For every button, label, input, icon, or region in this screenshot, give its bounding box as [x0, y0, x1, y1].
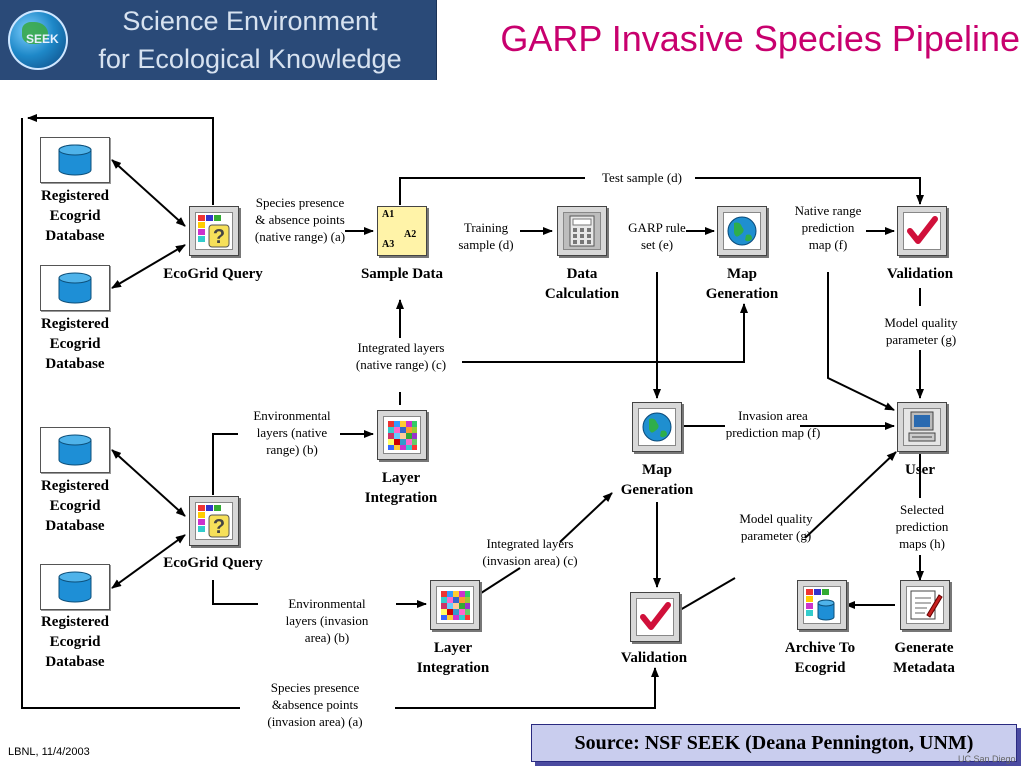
validation2-to-user-line [679, 577, 736, 611]
db4-query2-arrow [111, 534, 186, 589]
sample-point-a2: A2 [404, 229, 417, 240]
database-icon-1 [40, 137, 110, 183]
footer-date: LBNL, 11/4/2003 [8, 746, 90, 758]
source-citation: Source: NSF SEEK (Deana Pennington, UNM) [531, 724, 1017, 762]
globe-land-shape [22, 22, 48, 44]
edge-invasion-area-map: Invasion area prediction map (f) [725, 408, 821, 440]
validation-label-1: Validation [886, 266, 954, 282]
edge-selected-prediction-maps: Selected prediction maps (h) [895, 502, 949, 551]
registered-db-label-2: Registered Ecogrid Database [40, 316, 110, 372]
sample-data-label: Sample Data [360, 266, 444, 282]
registered-db-label-1: Registered Ecogrid Database [40, 188, 110, 244]
footer-ucsd: UC San Diego [958, 754, 1016, 764]
edge-integrated-layers-native: Integrated layers (native range) (c) [355, 340, 447, 372]
edge-env-layers-native: Environmental layers (native range) (b) [253, 408, 331, 457]
loop-left-line [21, 118, 240, 709]
validation-label-2: Validation [620, 650, 688, 666]
banner-line-2: for Ecological Knowledge [98, 44, 402, 74]
query2-to-env-invasion-line [212, 580, 258, 605]
loop-bottom-line [395, 667, 659, 709]
validation2-to-user-arrow [804, 451, 897, 539]
globe-map-icon-1 [717, 206, 767, 256]
layer-stack-icon-2 [430, 580, 480, 630]
ecogrid-query-icon-1: ? [189, 206, 239, 256]
test-sample-line-2 [695, 177, 924, 205]
ecogrid-query-label-1: EcoGrid Query [163, 266, 263, 282]
sample-data-icon: A1 A2 A3 [377, 206, 427, 256]
database-icon-2 [40, 265, 110, 311]
layer-stack-icon-1 [377, 410, 427, 460]
globe-map-icon-2 [632, 402, 682, 452]
query2-to-env-native-line [212, 433, 238, 495]
edge-env-layers-invasion: Environmental layers (invasion area) (b) [285, 596, 369, 645]
database-icon-4 [40, 564, 110, 610]
ecogrid-query-label-2: EcoGrid Query [163, 555, 263, 571]
archive-label: Archive To Ecogrid [784, 640, 856, 676]
sample-point-a3: A3 [382, 239, 395, 250]
sample-point-a1: A1 [382, 209, 395, 220]
globe-logo-icon: SEEK [8, 10, 68, 70]
layerint2-to-map2-line [477, 567, 521, 596]
checkmark-icon-2 [630, 592, 680, 642]
edge-native-range-map: Native range prediction map (f) [794, 203, 862, 252]
user-label: User [905, 462, 935, 478]
map-generation-label-2: Map Generation [620, 462, 694, 498]
edge-integrated-layers-invasion: Integrated layers (invasion area) (c) [482, 536, 578, 568]
edge-garp-rule-set: GARP rule set (e) [628, 220, 686, 252]
ecogrid-query-icon-2: ? [189, 496, 239, 546]
db2-query1-arrow [111, 244, 186, 289]
banner-line-1: Science Environment [122, 6, 378, 36]
edge-species-presence-native: Species presence & absence points (nativ… [254, 195, 346, 244]
loop-top-line [27, 114, 214, 205]
db3-query2-arrow [111, 449, 186, 517]
registered-db-label-4: Registered Ecogrid Database [40, 614, 110, 670]
svg-text:?: ? [213, 226, 225, 248]
layer-integration-label-1: Layer Integration [364, 470, 438, 506]
metadata-document-icon [900, 580, 950, 630]
edge-training-sample: Training sample (d) [458, 220, 514, 252]
generate-metadata-label: Generate Metadata [893, 640, 955, 676]
layerint2-to-map2-arrow [559, 492, 613, 543]
layer-integration-label-2: Layer Integration [416, 640, 490, 676]
map-generation-label-1: Map Generation [705, 266, 779, 302]
slide-title: GARP Invasive Species Pipeline [500, 18, 1020, 59]
calculator-icon [557, 206, 607, 256]
edge-model-quality-1: Model quality parameter (g) [884, 315, 958, 347]
edge-model-quality-2: Model quality parameter (g) [739, 511, 813, 543]
edge-test-sample: Test sample (d) [602, 170, 682, 185]
archive-icon [797, 580, 847, 630]
db1-query1-arrow [111, 159, 186, 227]
registered-db-label-3: Registered Ecogrid Database [40, 478, 110, 534]
data-calculation-label: Data Calculation [544, 266, 620, 302]
edge-species-presence-invasion: Species presence &absence points (invasi… [267, 680, 363, 729]
database-icon-3 [40, 427, 110, 473]
integrated-native-to-map-arrow [462, 303, 748, 363]
checkmark-icon-1 [897, 206, 947, 256]
seek-banner: SEEK Science Environment for Ecological … [0, 0, 437, 80]
globe-logo-text: SEEK [26, 32, 59, 46]
svg-text:?: ? [213, 516, 225, 538]
native-map-to-user-arrow [827, 272, 895, 411]
computer-user-icon [897, 402, 947, 452]
test-sample-line [399, 177, 585, 205]
